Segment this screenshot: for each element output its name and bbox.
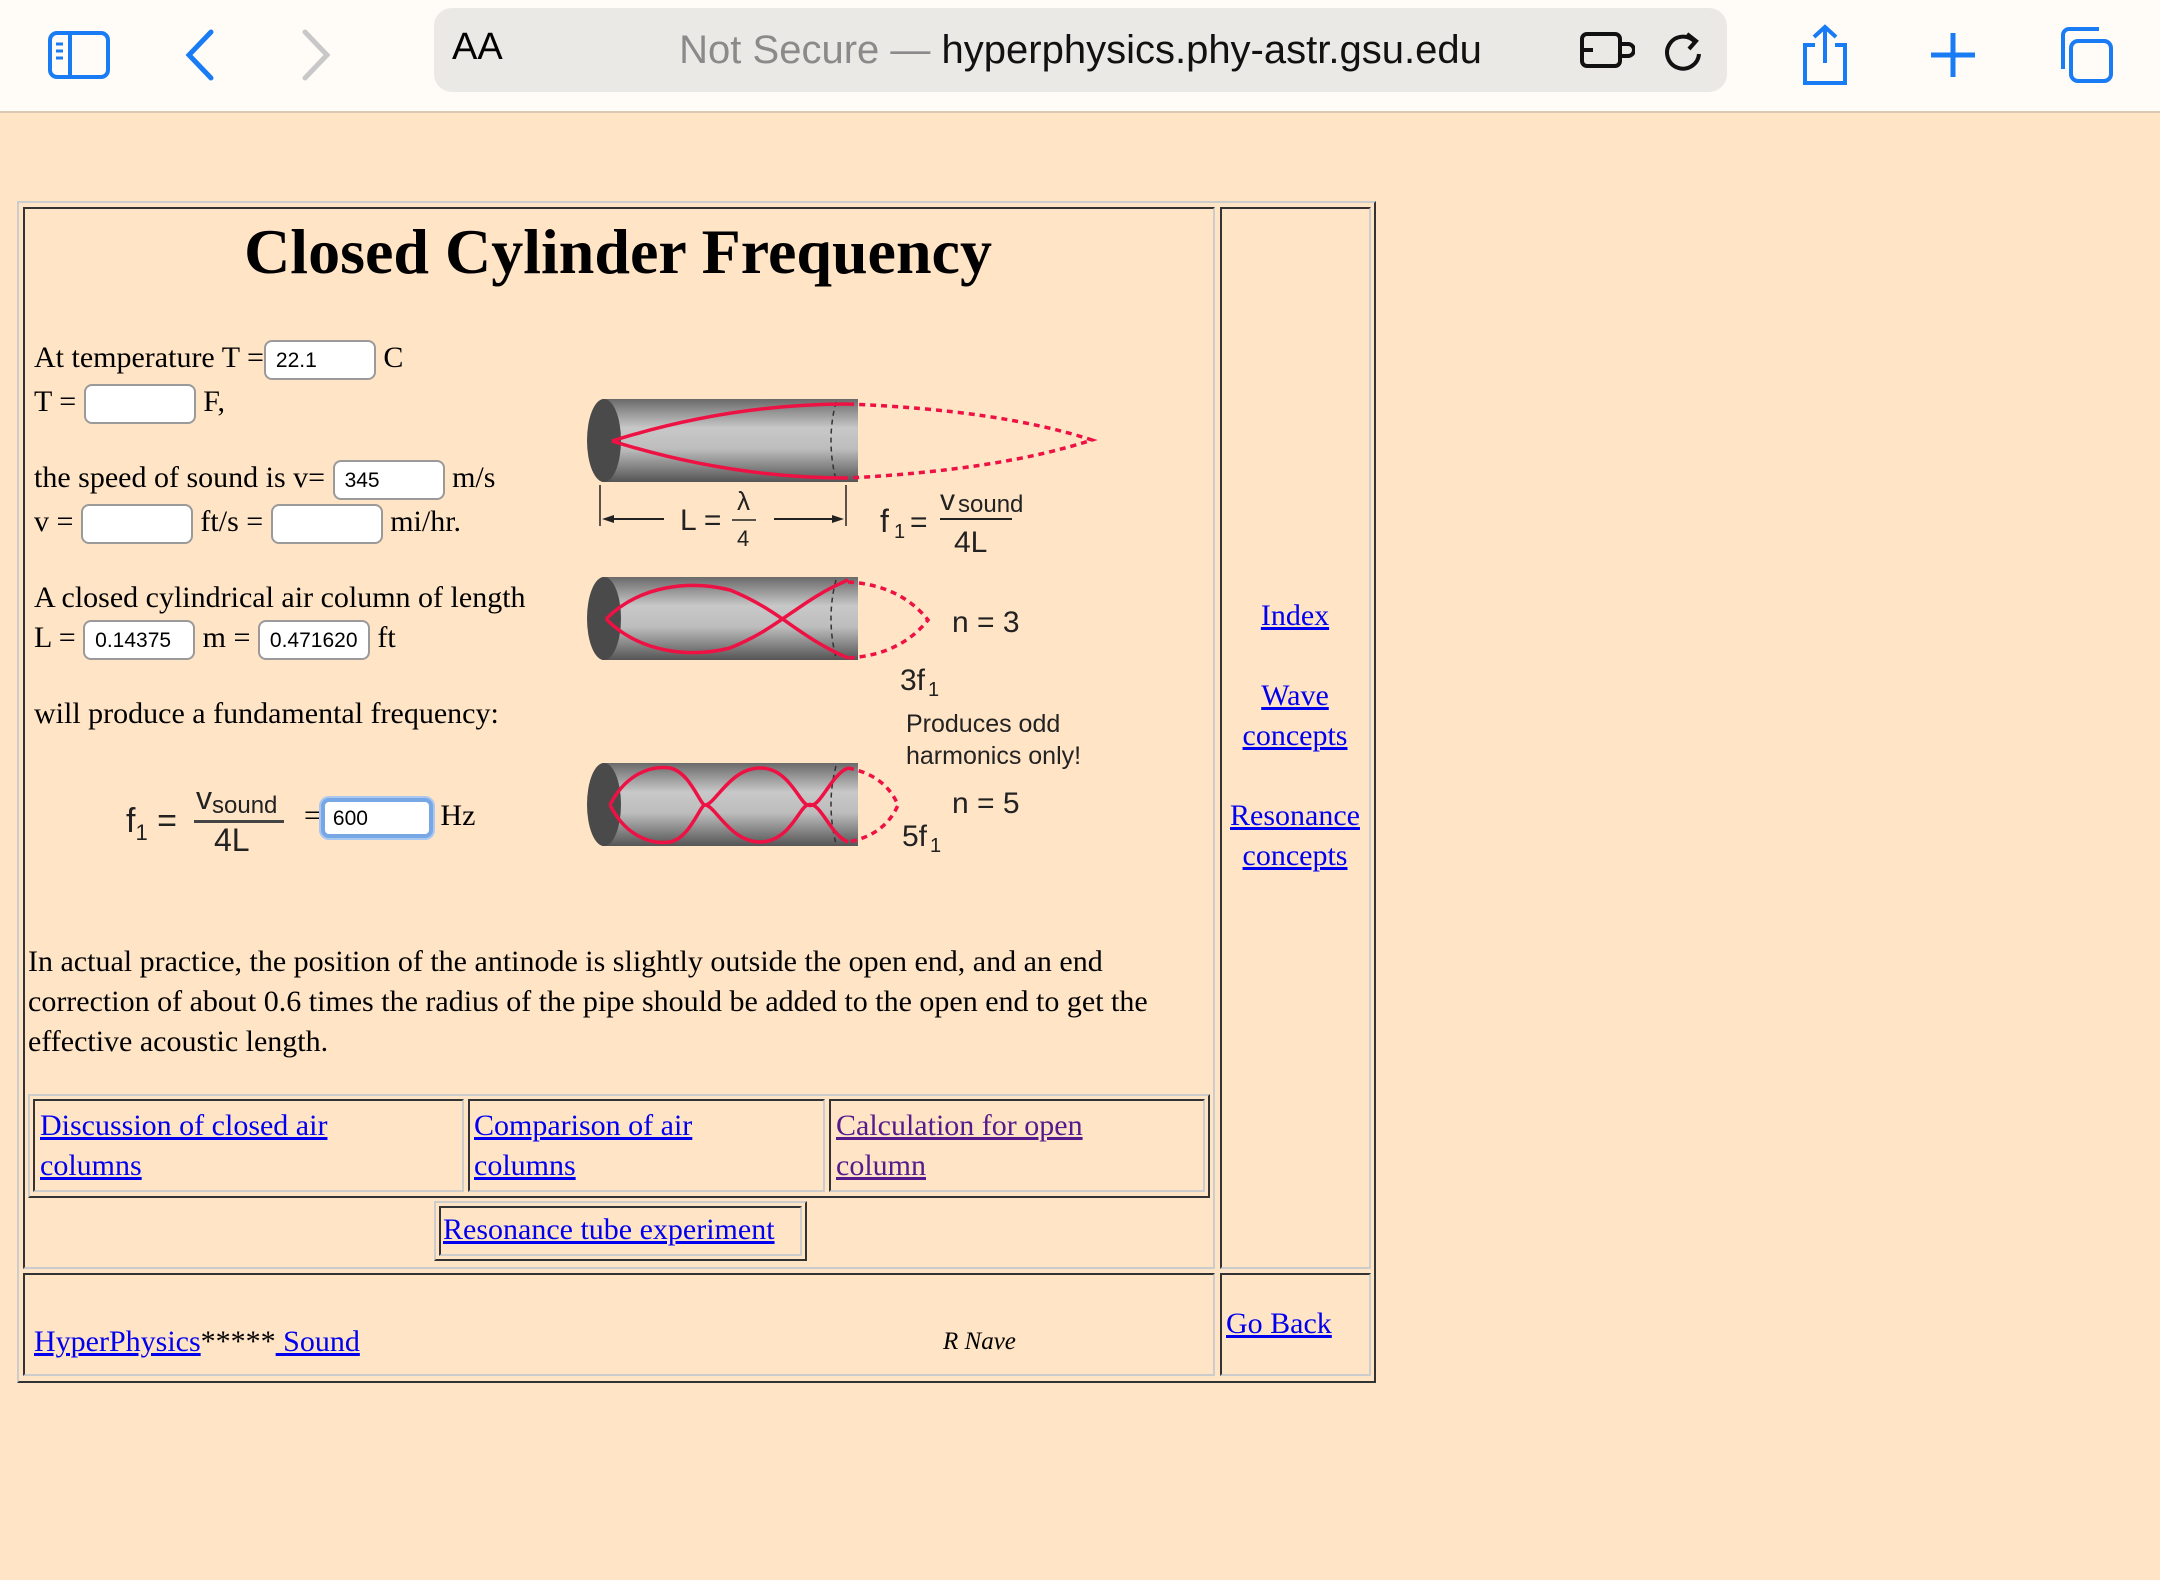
harmonic-3-label: 3f <box>900 664 926 697</box>
cylinder-n3 <box>587 577 931 660</box>
browser-toolbar: AA Not Secure — hyperphysics.phy-astr.gs… <box>0 0 2160 113</box>
length-ft-input[interactable]: 0.471620 <box>257 620 370 661</box>
svg-text:sound: sound <box>958 491 1023 518</box>
speed-label: the speed of sound is v= <box>34 461 326 494</box>
frequency-unit: Hz <box>440 799 476 832</box>
odd-harmonics-note-1: Produces odd <box>906 710 1060 738</box>
frequency-input[interactable]: 600 <box>320 798 433 839</box>
links-cell <box>829 1099 1205 1192</box>
length-m-unit: m = <box>202 621 251 654</box>
resonance-tube-box <box>434 1201 807 1261</box>
diagram-formula: f 1 = v sound 4L <box>880 484 1023 559</box>
share-icon[interactable] <box>1790 20 1860 90</box>
links-table <box>28 1094 1210 1198</box>
temp-f-label: T = <box>34 385 77 418</box>
lambda-label: λ <box>737 486 750 516</box>
length-ft-unit: ft <box>377 621 396 654</box>
n5-label: n = 5 <box>952 787 1020 820</box>
n3-label: n = 3 <box>952 606 1020 639</box>
outer-table <box>17 201 1376 1383</box>
odd-harmonics-note-2: harmonics only! <box>906 742 1081 770</box>
go-back-cell <box>1220 1273 1371 1376</box>
resonance-concepts-link[interactable]: Resonance concepts <box>1230 799 1360 872</box>
temp-c-input[interactable]: 22.1 <box>263 340 376 381</box>
links-cell <box>468 1099 825 1192</box>
svg-text:1: 1 <box>928 679 939 701</box>
cylinder-n5 <box>587 763 900 846</box>
cylinder-fundamental <box>587 399 1098 482</box>
comparison-air-columns-link[interactable]: Comparison of air columns <box>474 1109 693 1182</box>
frequency-formula: f1 = vsound 4L <box>126 780 296 860</box>
extension-icon[interactable] <box>1579 26 1636 79</box>
svg-text:=: = <box>910 506 928 539</box>
svg-text:4L: 4L <box>954 526 987 559</box>
rating-stars: ***** <box>200 1325 276 1358</box>
closed-cylinder-diagram: L = λ 4 f 1 = v sound 4L n = 3 3f 1 Prod… <box>587 399 1098 857</box>
length-m-label: L = <box>34 621 76 654</box>
svg-text:f: f <box>880 503 889 539</box>
text-size-button[interactable]: AA <box>452 26 503 68</box>
page-title: Closed Cylinder Frequency <box>244 216 992 287</box>
svg-text:v: v <box>940 484 955 517</box>
nav-cell <box>1220 207 1371 1269</box>
sound-link[interactable]: Sound <box>275 1325 360 1358</box>
svg-text:1: 1 <box>894 521 905 543</box>
index-link[interactable]: Index <box>1260 599 1330 632</box>
author-name: R Nave <box>943 1328 1016 1355</box>
hyperphysics-link[interactable]: HyperPhysics <box>34 1325 201 1358</box>
speed-fts-input[interactable] <box>80 504 193 545</box>
sidebar-icon[interactable] <box>44 20 114 90</box>
discussion-closed-air-link[interactable]: Discussion of closed air columns <box>40 1109 328 1182</box>
frequency-equals: = <box>304 799 321 832</box>
go-back-link[interactable]: Go Back <box>1226 1307 1332 1340</box>
links-cell <box>33 1099 464 1192</box>
speed-mph-input[interactable] <box>270 504 383 545</box>
url-display[interactable]: Not Secure — hyperphysics.phy-astr.gsu.e… <box>434 28 1727 73</box>
new-tab-icon[interactable] <box>1918 20 1988 90</box>
address-bar[interactable]: AA Not Secure — hyperphysics.phy-astr.gs… <box>434 8 1727 92</box>
temp-f-unit: F, <box>203 385 225 418</box>
end-correction-paragraph: In actual practice, the position of the … <box>28 945 1148 1058</box>
wave-concepts-link[interactable]: Wave concepts <box>1242 679 1348 752</box>
length-label: A closed cylindrical air column of lengt… <box>34 581 526 614</box>
main-cell <box>23 207 1215 1269</box>
length-dimension: L = λ 4 <box>599 485 847 551</box>
four-label: 4 <box>737 526 749 551</box>
temp-label: At temperature T = <box>34 341 264 374</box>
speed-mph-unit: mi/hr. <box>390 505 462 538</box>
speed-fts-unit: ft/s = <box>200 505 264 538</box>
footer-cell <box>23 1273 1215 1376</box>
speed-ms-input[interactable]: 345 <box>332 460 445 501</box>
harmonic-5-label: 5f <box>902 820 928 853</box>
length-label: L = <box>680 504 721 537</box>
resonance-tube-cell <box>439 1206 802 1256</box>
url-domain: hyperphysics.phy-astr.gsu.edu <box>941 28 1482 72</box>
speed-ms-unit: m/s <box>452 461 496 494</box>
tabs-icon[interactable] <box>2050 20 2120 90</box>
resonance-tube-link[interactable]: Resonance tube experiment <box>443 1213 775 1246</box>
not-secure-label: Not Secure — <box>679 28 931 72</box>
reload-icon[interactable] <box>1659 26 1707 79</box>
fundamental-label: will produce a fundamental frequency: <box>34 697 499 730</box>
length-m-input[interactable]: 0.14375 <box>83 620 196 661</box>
speed-fts-label: v = <box>34 505 74 538</box>
calculation-open-column-link[interactable]: Calculation for open column <box>836 1109 1083 1182</box>
back-icon[interactable] <box>166 20 236 90</box>
svg-text:1: 1 <box>930 835 941 857</box>
temp-c-unit: C <box>383 341 404 374</box>
forward-icon[interactable] <box>280 20 350 90</box>
temp-f-input[interactable] <box>83 384 196 425</box>
